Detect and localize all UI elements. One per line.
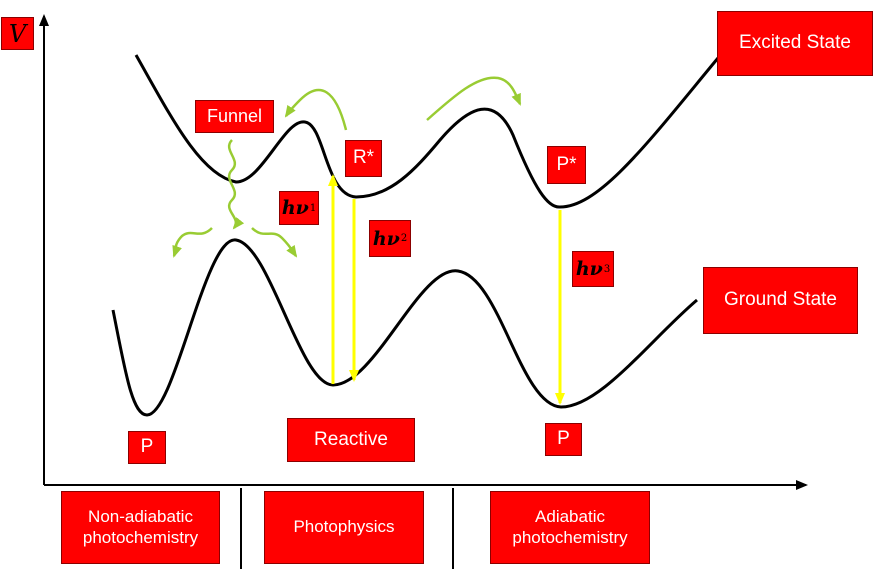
energy-axis-label: V bbox=[1, 17, 34, 50]
hv3-symbol: hν bbox=[575, 258, 603, 280]
left-relax-squiggle bbox=[172, 227, 213, 258]
r-star-to-funnel-arrow bbox=[284, 88, 348, 131]
hv1-symbol: hν bbox=[281, 197, 309, 219]
r-star-label: R* bbox=[345, 140, 382, 177]
region-adiabatic: Adiabatic photochemistry bbox=[490, 491, 650, 564]
hv2-symbol: hν bbox=[372, 227, 400, 250]
hv1-subscript: 1 bbox=[309, 202, 317, 214]
ground-state-label: Ground State bbox=[703, 267, 858, 334]
hv2-subscript: 2 bbox=[400, 233, 408, 244]
region-non-adiabatic: Non-adiabatic photochemistry bbox=[61, 491, 220, 564]
reactive-label: Reactive bbox=[287, 418, 415, 462]
region-photophysics: Photophysics bbox=[264, 491, 424, 564]
r-star-to-p-star-arrow bbox=[426, 76, 522, 121]
hv3-subscript: 3 bbox=[603, 263, 611, 275]
p-left-label: P bbox=[128, 431, 166, 464]
p-star-label: P* bbox=[547, 146, 586, 184]
funnel-decay-squiggle bbox=[227, 139, 245, 230]
excited-state-curve bbox=[134, 54, 720, 209]
ground-state-curve bbox=[111, 238, 698, 417]
p-right-label: P bbox=[545, 423, 582, 456]
excited-state-label: Excited State bbox=[717, 11, 873, 76]
right-relax-squiggle bbox=[251, 227, 298, 258]
funnel-label: Funnel bbox=[195, 100, 274, 133]
